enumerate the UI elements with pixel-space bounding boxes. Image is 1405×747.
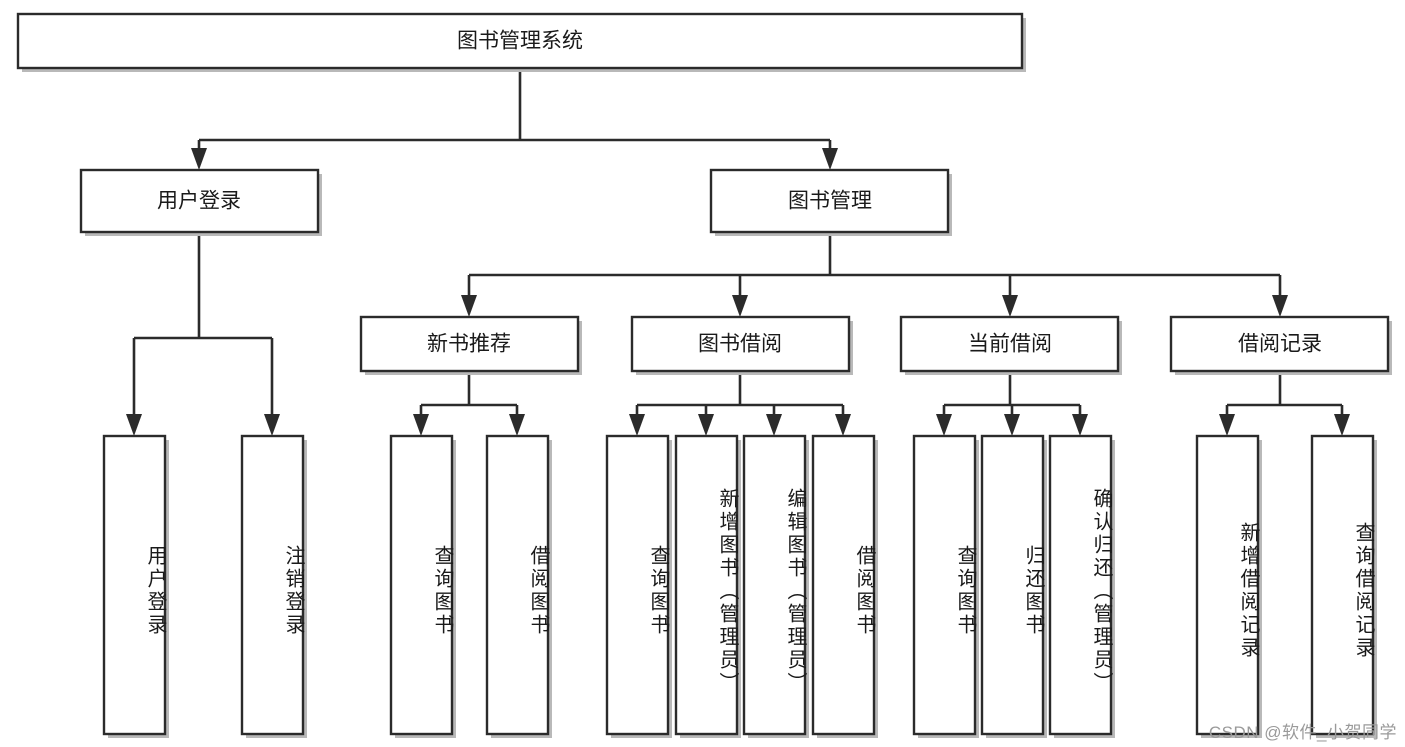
node-box-leaf-current-borrow-1[interactable]	[912, 434, 977, 736]
arrow-root-to-book-manage	[822, 148, 838, 170]
node-box-leaf-new-book-1[interactable]	[389, 434, 454, 736]
arrow-new-book-leaf-2	[509, 414, 525, 436]
node-box-leaf-user-login-1[interactable]	[102, 434, 167, 736]
node-box-book-borrow[interactable]	[630, 315, 851, 373]
arrow-book-borrow-leaf-3	[766, 414, 782, 436]
node-label-book-manage: 图书管理	[788, 190, 872, 213]
node-box-leaf-book-borrow-3[interactable]	[742, 434, 807, 736]
arrow-book-borrow-leaf-4	[835, 414, 851, 436]
node-box-root[interactable]	[16, 12, 1024, 70]
arrow-book-manage-to-book-borrow	[732, 295, 748, 317]
arrow-current-borrow-leaf-2	[1004, 414, 1020, 436]
arrow-current-borrow-leaf-3	[1072, 414, 1088, 436]
node-box-leaf-book-borrow-2[interactable]	[674, 434, 739, 736]
node-label-current-borrow: 当前借阅	[968, 333, 1052, 356]
watermark-text: CSDN @软件_小贺同学	[1208, 723, 1397, 742]
arrow-borrow-record-leaf-1	[1219, 414, 1235, 436]
node-box-leaf-user-login-2[interactable]	[240, 434, 305, 736]
node-box-leaf-book-borrow-4[interactable]	[811, 434, 876, 736]
arrow-book-manage-to-current-borrow	[1002, 295, 1018, 317]
node-label-borrow-record: 借阅记录	[1238, 333, 1322, 356]
arrow-current-borrow-leaf-1	[936, 414, 952, 436]
node-box-new-book-recommend[interactable]	[359, 315, 580, 373]
node-box-leaf-borrow-record-1[interactable]	[1195, 434, 1260, 736]
arrow-root-to-user-login	[191, 148, 207, 170]
connector-layer	[126, 68, 1350, 436]
node-box-borrow-record[interactable]	[1169, 315, 1390, 373]
arrow-book-manage-to-new-book	[461, 295, 477, 317]
node-label-new-book-recommend: 新书推荐	[427, 333, 511, 356]
arrow-user-login-leaf-2	[264, 414, 280, 436]
node-label-root: 图书管理系统	[457, 30, 583, 53]
node-box-leaf-current-borrow-3[interactable]	[1048, 434, 1113, 736]
arrow-book-manage-to-borrow-record	[1272, 295, 1288, 317]
arrow-book-borrow-leaf-1	[629, 414, 645, 436]
node-box-book-manage[interactable]	[709, 168, 950, 234]
arrow-borrow-record-leaf-2	[1334, 414, 1350, 436]
node-box-leaf-current-borrow-2[interactable]	[980, 434, 1045, 736]
arrow-user-login-leaf-1	[126, 414, 142, 436]
node-box-leaf-new-book-2[interactable]	[485, 434, 550, 736]
node-label-user-login: 用户登录	[157, 190, 241, 213]
node-box-current-borrow[interactable]	[899, 315, 1120, 373]
arrow-book-borrow-leaf-2	[698, 414, 714, 436]
node-box-leaf-book-borrow-1[interactable]	[605, 434, 670, 736]
node-box-leaf-borrow-record-2[interactable]	[1310, 434, 1375, 736]
node-box-user-login[interactable]	[79, 168, 320, 234]
node-label-book-borrow: 图书借阅	[698, 333, 782, 356]
arrow-new-book-leaf-1	[413, 414, 429, 436]
node-layer: 图书管理系统 用户登录 图书管理 新书推荐 图书借阅 当前借阅 借阅记录	[16, 12, 1392, 738]
